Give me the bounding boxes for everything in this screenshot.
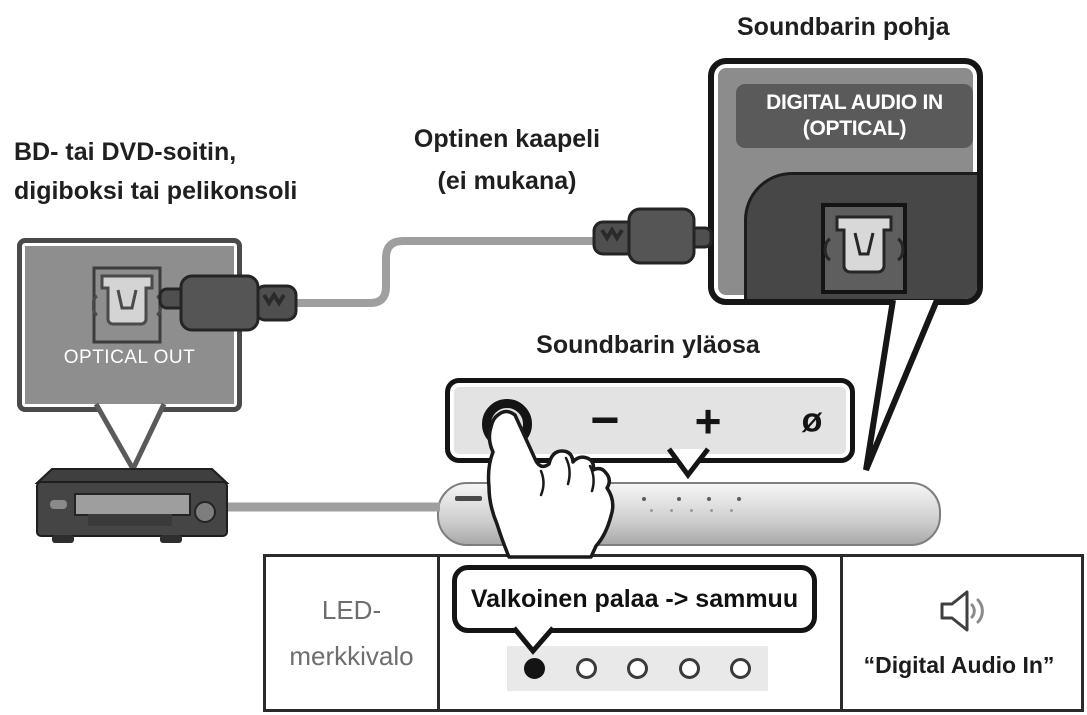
soundbar-bottom-callout-box: DIGITAL AUDIO IN (OPTICAL): [708, 58, 983, 305]
mute-button: ø: [801, 401, 823, 440]
led-row-header: LED- merkkivalo: [266, 557, 440, 709]
soundbar: [437, 482, 941, 546]
volume-down-button: −: [590, 392, 620, 448]
led-status-table: LED- merkkivalo: [263, 554, 1084, 712]
led-dot-off: [678, 658, 700, 679]
optical-cable: [292, 237, 596, 307]
soundbar-indicator-dash: [455, 496, 482, 501]
optical-out-port-icon: [92, 266, 162, 344]
led-dot-off: [627, 658, 648, 679]
multifunction-button: [482, 399, 532, 449]
source-callout-pointer: [93, 402, 167, 475]
volume-up-button: +: [694, 395, 722, 447]
led-row-header-line2: merkkivalo: [289, 641, 414, 671]
soundbar-bottom-surface: [744, 172, 977, 299]
digital-audio-in-line1: DIGITAL AUDIO IN: [766, 91, 943, 114]
optical-out-label: OPTICAL OUT: [63, 347, 196, 368]
soundbar-top-panel: − + ø: [445, 378, 855, 463]
led-status-cell: [440, 557, 843, 709]
optical-cable-label: Optinen kaapeli (ei mukana): [377, 118, 637, 202]
optical-cable-label-line1: Optinen kaapeli: [413, 125, 601, 153]
led-status-bubble: Valkoinen palaa -> sammuu: [452, 565, 817, 633]
led-indicator-row: [507, 646, 768, 691]
speaker-icon: [940, 590, 984, 632]
dvd-player: [34, 468, 230, 543]
digital-audio-in-line2: (OPTICAL): [802, 117, 907, 140]
led-dot-off: [730, 658, 751, 679]
led-dot-on: [524, 658, 545, 679]
led-dot-off: [575, 658, 597, 679]
soundbar-bottom-callout-pointer: [863, 298, 940, 472]
optical-in-port-icon: [821, 203, 907, 294]
source-device-callout-box: OPTICAL OUT: [17, 238, 242, 412]
source-device-label-line1: BD- tai DVD-soitin,: [14, 138, 237, 166]
optical-cable-plug-right: [592, 207, 713, 265]
optical-cable-label-line2: (ei mukana): [437, 167, 577, 195]
digital-audio-in-port-label: DIGITAL AUDIO IN (OPTICAL): [736, 84, 973, 148]
soundbar-bottom-label: Soundbarin pohja: [737, 13, 950, 41]
source-device-label-line2: digiboksi tai pelikonsoli: [14, 177, 298, 205]
source-device-label: BD- tai DVD-soitin, digiboksi tai peliko…: [14, 133, 297, 211]
soundbar-top-label: Soundbarin yläosa: [536, 331, 760, 359]
led-row-header-line1: LED-: [321, 595, 382, 625]
voice-prompt-text: “Digital Audio In”: [863, 652, 1055, 678]
